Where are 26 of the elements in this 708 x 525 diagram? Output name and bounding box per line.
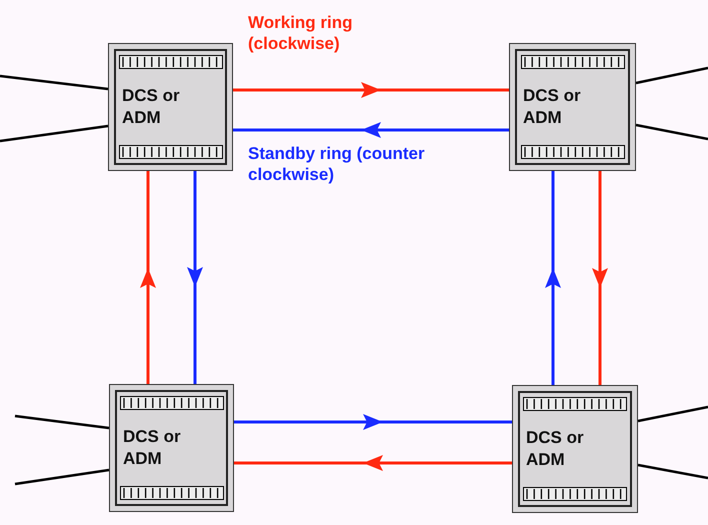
node-label: DCS or ADM	[121, 85, 181, 129]
arrow	[233, 82, 509, 98]
node-label: DCS or ADM	[122, 426, 182, 470]
line-stub	[0, 74, 108, 90]
device-box	[109, 384, 234, 512]
arrow	[187, 171, 203, 384]
arrow	[592, 171, 608, 385]
node-label: DCS or ADM	[522, 85, 582, 129]
device-box	[108, 43, 233, 171]
arrow	[545, 171, 561, 385]
line-stub	[638, 406, 708, 422]
arrow	[234, 414, 512, 430]
arrow	[234, 455, 512, 471]
line-stub	[14, 468, 110, 486]
edge-label: Standby ring (counter clockwise)	[248, 143, 426, 185]
line-stub	[0, 124, 108, 142]
arrow	[233, 122, 509, 138]
line-stub	[638, 464, 708, 480]
device-box	[509, 43, 636, 171]
device-box	[512, 385, 638, 513]
line-stub	[14, 414, 110, 430]
line-stub	[636, 124, 708, 140]
line-stub	[636, 66, 708, 84]
node-label: DCS or ADM	[525, 427, 585, 471]
edge-label: Working ring (clockwise)	[248, 12, 354, 54]
arrow	[140, 171, 156, 384]
